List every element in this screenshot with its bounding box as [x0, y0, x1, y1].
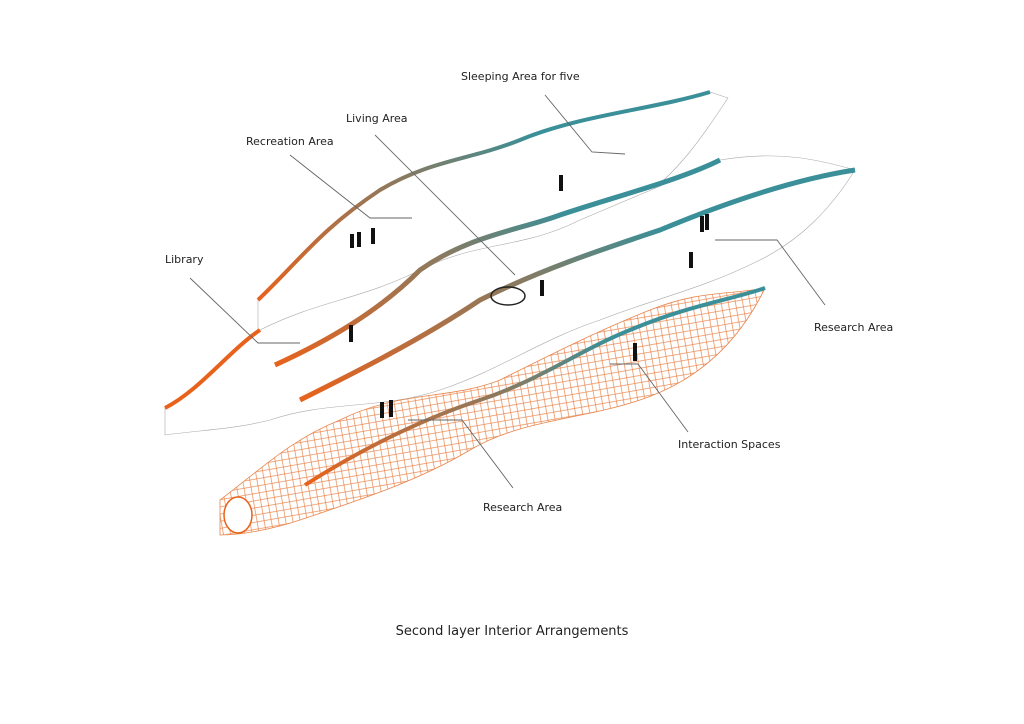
- round-table: [490, 286, 526, 306]
- people-figures: [349, 175, 709, 418]
- tube-middle: [164, 155, 856, 436]
- label-living-area: Living Area: [346, 112, 408, 125]
- leader-lines: [189, 94, 826, 489]
- label-sleeping-area: Sleeping Area for five: [461, 70, 580, 83]
- label-interaction-spaces: Interaction Spaces: [678, 438, 781, 451]
- tube-lower: [219, 286, 766, 536]
- diagram-title: Second layer Interior Arrangements: [395, 624, 629, 639]
- label-research-area-right: Research Area: [814, 321, 894, 334]
- label-research-area-bottom: Research Area: [483, 501, 563, 514]
- label-library: Library: [165, 253, 204, 266]
- label-recreation-area: Recreation Area: [246, 135, 334, 148]
